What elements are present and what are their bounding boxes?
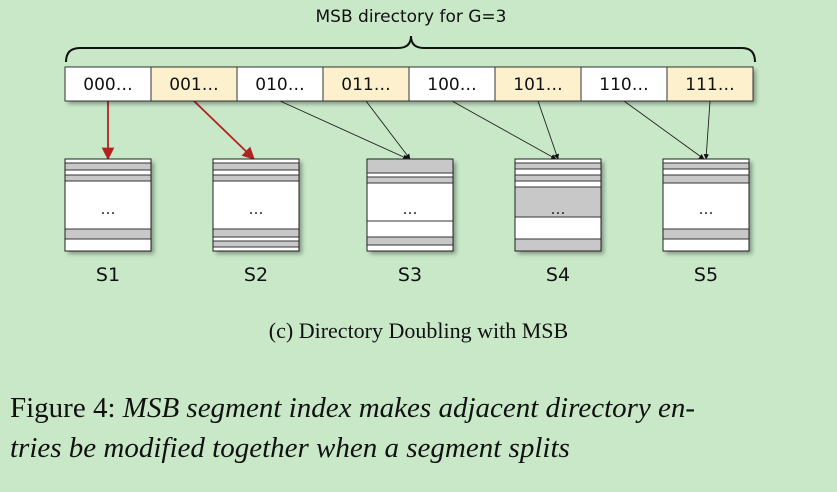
brace-label: MSB directory for G=3	[316, 7, 507, 27]
directory-entry-label: 110…	[599, 75, 648, 95]
directory-entry-6: 110…	[580, 66, 668, 102]
directory-entry-1: 001…	[150, 66, 238, 102]
segments: … S1 … S2 … S3 … S4 … S5	[64, 158, 750, 286]
directory-entry-0: 000…	[64, 66, 152, 102]
segment-1: … S1	[64, 158, 152, 286]
segment-label: S2	[244, 264, 268, 286]
directory-entry-4: 100…	[408, 66, 496, 102]
segment-ellipsis: …	[403, 200, 418, 218]
directory-entry-label: 000…	[83, 75, 132, 95]
directory-entry-3: 011…	[322, 66, 410, 102]
directory-entry-label: 001…	[169, 75, 218, 95]
figure-caption: Figure 4: MSB segment index makes adjace…	[10, 388, 830, 468]
directory-diagram: MSB directory for G=3 000… 001… 010… 011… 10…	[64, 7, 756, 286]
segment-label: S1	[96, 264, 120, 286]
pointer-arrows	[101, 100, 711, 161]
directory-entry-label: 101…	[513, 75, 562, 95]
pointer-arrow-s4b	[537, 100, 559, 160]
segment-2: … S2	[212, 158, 300, 286]
directory-entry-5: 101…	[494, 66, 582, 102]
segment-5: … S5	[662, 158, 750, 286]
figure-label: Figure 4:	[10, 392, 116, 424]
segment-ellipsis: …	[101, 200, 116, 218]
pointer-arrow-s2	[193, 100, 255, 160]
pointer-arrow-s5a	[623, 100, 705, 160]
segment-label: S4	[546, 264, 570, 286]
pointer-arrow-s5b	[703, 100, 711, 160]
figure-caption-line1: MSB segment index makes adjacent directo…	[122, 392, 696, 424]
figure-caption-line2: tries be modified together when a segmen…	[10, 432, 570, 464]
segment-label: S5	[694, 264, 718, 286]
pointer-arrow-s4a	[451, 100, 557, 160]
segment-ellipsis: …	[551, 200, 566, 218]
directory-brace	[65, 35, 756, 63]
pointer-arrow-s3b	[365, 100, 411, 160]
directory-entry-2: 010…	[236, 66, 324, 102]
segment-4: … S4	[514, 158, 602, 286]
segment-ellipsis: …	[699, 200, 714, 218]
segment-ellipsis: …	[249, 200, 264, 218]
directory-entries: 000… 001… 010… 011… 100… 101… 110… 111…	[64, 66, 754, 102]
directory-entry-label: 011…	[341, 75, 390, 95]
subfigure-caption: (c) Directory Doubling with MSB	[268, 318, 569, 343]
directory-entry-label: 010…	[255, 75, 304, 95]
segment-3: … S3	[366, 158, 454, 286]
directory-entry-7: 111…	[666, 66, 754, 102]
segment-label: S3	[398, 264, 422, 286]
directory-entry-label: 111…	[685, 75, 734, 95]
directory-entry-label: 100…	[427, 75, 476, 95]
pointer-arrow-s3a	[279, 100, 409, 160]
